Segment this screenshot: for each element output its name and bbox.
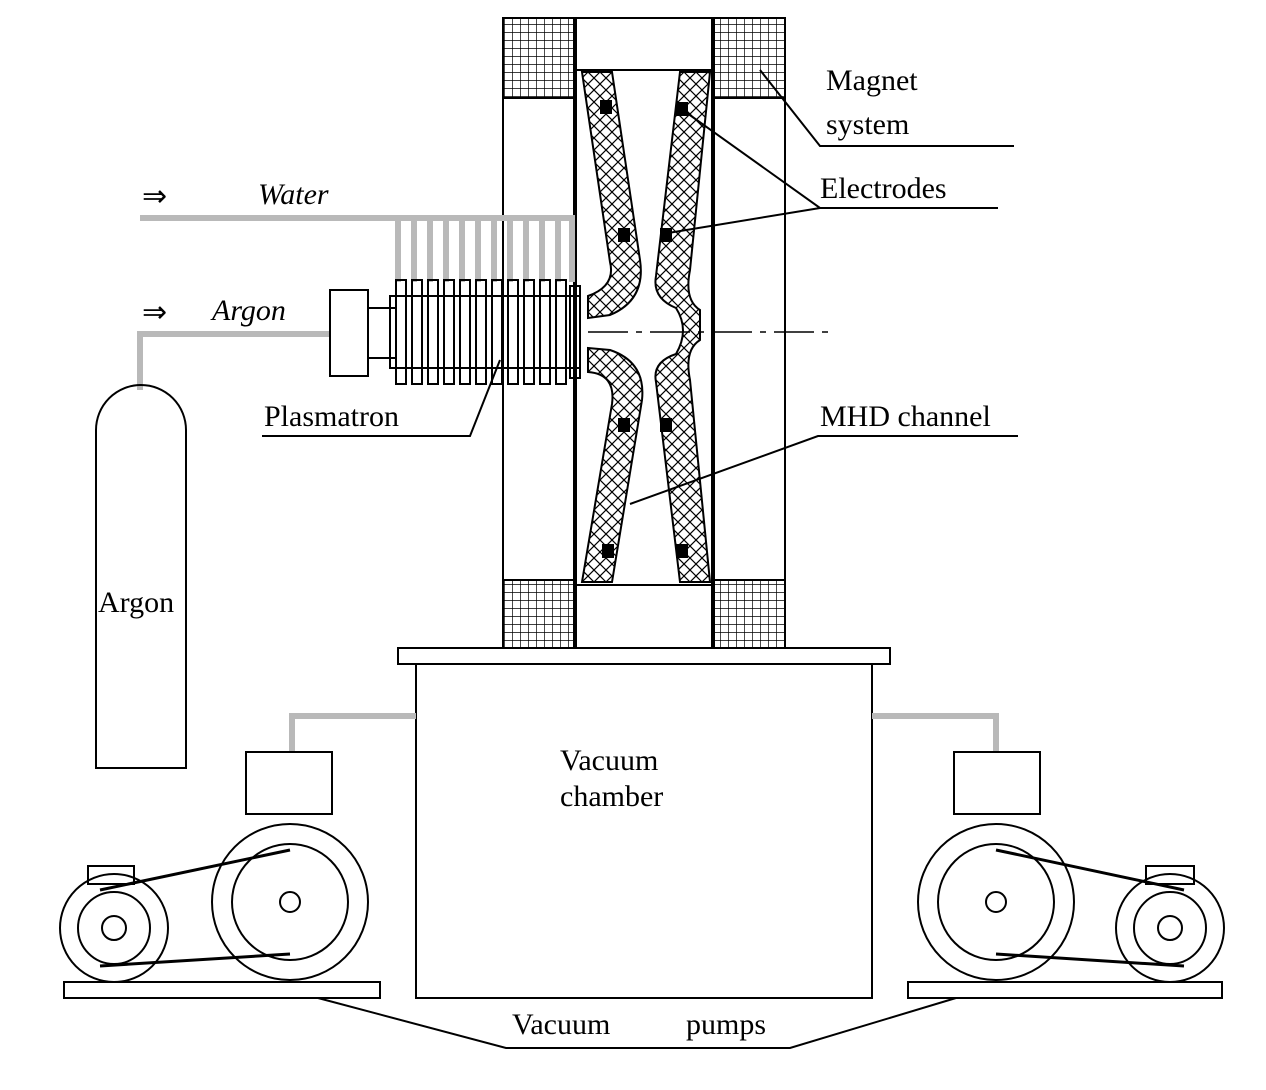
water-supply (140, 215, 575, 282)
channel-wall-left-lower (580, 346, 644, 583)
vacuum-chamber (397, 647, 891, 999)
electrode-dot (602, 544, 614, 558)
plasmatron-fins (395, 279, 581, 385)
magnet-coil-top-right (712, 17, 786, 99)
label-chamber: chamber (560, 780, 663, 813)
plasmatron (329, 279, 581, 385)
label-argon-flow: Argon (210, 294, 286, 327)
label-vacuum-pumps-1: Vacuum (512, 1008, 610, 1041)
label-vacuum: Vacuum (560, 744, 658, 777)
label-electrodes: Electrodes (820, 172, 947, 205)
electrode-dot (600, 100, 612, 114)
mhd-channel (580, 71, 830, 583)
magnet-coil-bottom-right (712, 579, 786, 649)
electrode-dot (618, 228, 630, 242)
electrode-dot (660, 228, 672, 242)
vacuum-pump-right (907, 751, 1225, 999)
label-magnet: Magnet (826, 64, 918, 97)
magnet-system (502, 17, 786, 649)
argon-supply (137, 331, 330, 390)
water-arrow-icon: ⇒ (142, 180, 167, 213)
label-plasmatron: Plasmatron (264, 400, 399, 433)
leader-lines (262, 69, 1018, 1049)
channel-wall-left (580, 71, 642, 320)
label-system: system (826, 108, 909, 141)
label-water: Water (258, 178, 329, 211)
label-argon-tank: Argon (98, 586, 174, 619)
vacuum-pump-left (59, 751, 381, 999)
label-vacuum-pumps-2: pumps (686, 1008, 766, 1041)
magnet-coil-top-left (502, 17, 576, 99)
magnet-coil-bottom-left (502, 579, 576, 649)
electrode-dot (660, 418, 672, 432)
argon-tank (95, 384, 187, 769)
electrode-dot (618, 418, 630, 432)
label-mhd-channel: MHD channel (820, 400, 991, 433)
argon-arrow-icon: ⇒ (142, 296, 167, 329)
electrode-dot (676, 544, 688, 558)
channel-wall-right (654, 71, 712, 583)
